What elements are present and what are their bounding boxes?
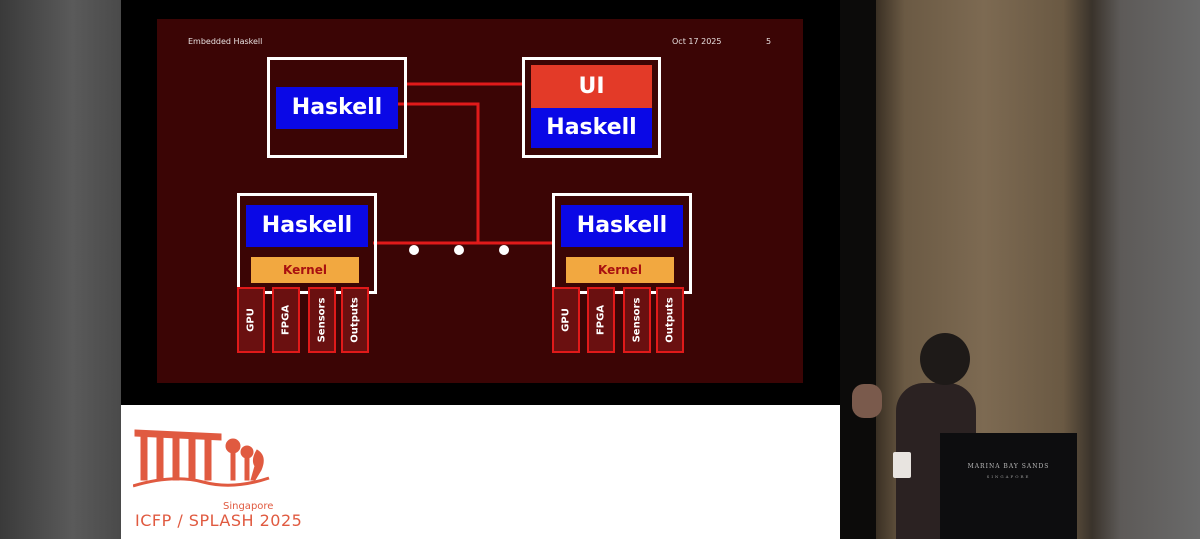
device-fpga: FPGA — [272, 287, 300, 353]
device-outputs: Outputs — [656, 287, 684, 353]
haskell-box: Haskell — [246, 205, 368, 247]
haskell-box: Haskell — [531, 108, 652, 148]
node-bottom-right: Haskell Kernel — [552, 193, 692, 294]
podium — [940, 433, 1077, 539]
podium-text: MARINA BAY SANDS — [967, 463, 1050, 470]
device-sensors: Sensors — [308, 287, 336, 353]
ellipsis-dot-2 — [454, 245, 464, 255]
device-gpu: GPU — [237, 287, 265, 353]
slide-date: Oct 17 2025 — [672, 37, 722, 46]
slide-header-title: Embedded Haskell — [188, 37, 263, 46]
podium-subtext: SINGAPORE — [986, 474, 1031, 479]
node-top-left: Haskell — [267, 57, 407, 158]
background-wall-left — [0, 0, 121, 539]
room-pillar — [840, 0, 876, 539]
haskell-box: Haskell — [561, 205, 683, 247]
speaker-hand — [852, 384, 882, 418]
link-top-left-to-bus — [398, 102, 480, 243]
ui-box: UI — [531, 65, 652, 108]
node-bottom-left: Haskell Kernel — [237, 193, 377, 294]
kernel-box: Kernel — [566, 257, 674, 283]
haskell-box: Haskell — [276, 87, 398, 129]
ellipsis-dot-3 — [499, 245, 509, 255]
conference-logo-graphic — [133, 429, 270, 488]
kernel-box: Kernel — [251, 257, 359, 283]
ellipsis-dot-1 — [409, 245, 419, 255]
node-top-right: UI Haskell — [522, 57, 661, 158]
device-outputs: Outputs — [341, 287, 369, 353]
speaker-head — [920, 333, 970, 385]
speaker-badge — [893, 452, 911, 478]
slide-page-number: 5 — [766, 37, 772, 46]
device-sensors: Sensors — [623, 287, 651, 353]
device-fpga: FPGA — [587, 287, 615, 353]
device-gpu: GPU — [552, 287, 580, 353]
conference-band — [121, 405, 840, 539]
conference-location: Singapore — [223, 501, 274, 512]
conference-name: ICFP / SPLASH 2025 — [135, 511, 303, 530]
